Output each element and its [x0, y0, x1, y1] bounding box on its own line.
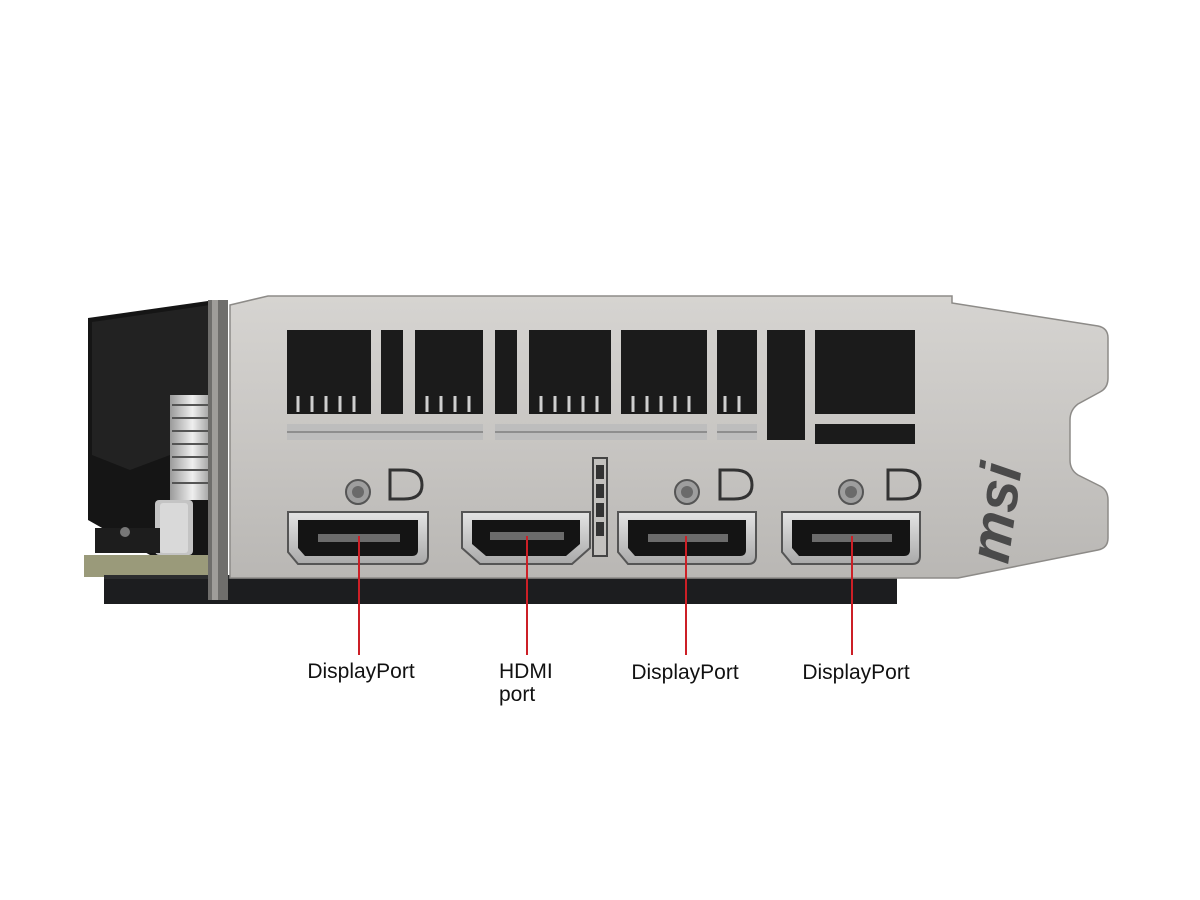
heatsink-shroud [88, 300, 215, 560]
port-label-hdmi-line2: port [499, 683, 536, 706]
port-label-hdmi-line1: HDMI [499, 660, 553, 683]
io-bracket: msi [229, 295, 1109, 579]
msi-logo: msi [957, 457, 1036, 567]
bracket-edge [208, 300, 228, 600]
callout-lines [358, 536, 853, 655]
hdmi-logo-icon [592, 457, 608, 557]
screw-icon [345, 479, 864, 505]
vent-slot-icon [287, 330, 915, 444]
displayport-logo-icon [388, 468, 922, 501]
port-label-displayport-3: DisplayPort [802, 661, 910, 684]
port-label-displayport-2: DisplayPort [631, 661, 739, 684]
port-label-displayport-1: DisplayPort [307, 660, 415, 683]
